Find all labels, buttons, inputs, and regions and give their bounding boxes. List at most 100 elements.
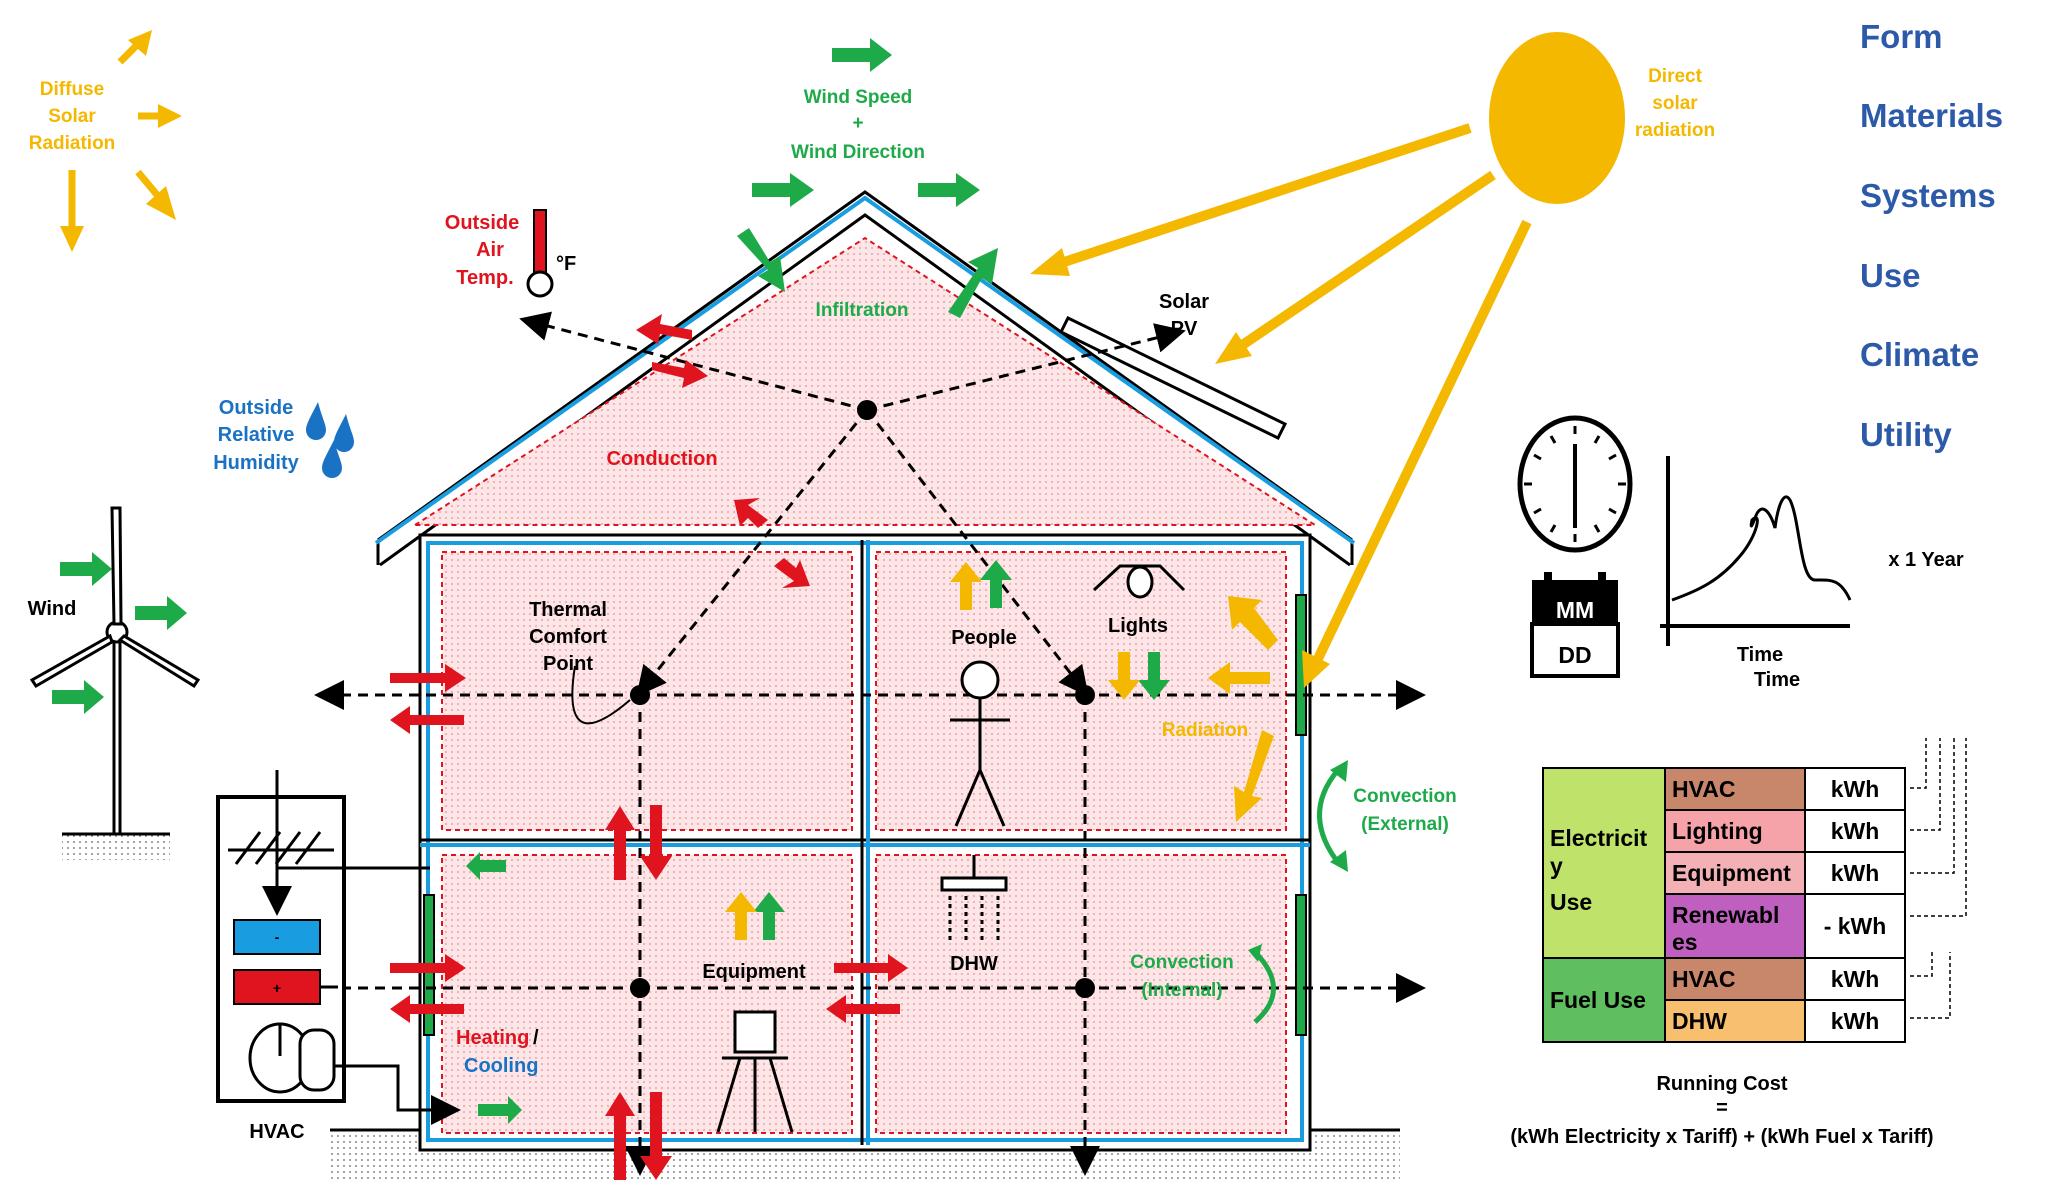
direct-solar-arrows	[1030, 123, 1532, 688]
side-item-form: Form	[1860, 18, 1943, 55]
running-cost-formula: (kWh Electricity x Tariff) + (kWh Fuel x…	[1510, 1126, 1933, 1148]
solar-pv-label: Solar PV	[1159, 291, 1209, 340]
hvac-unit: - +	[216, 770, 461, 1125]
wind-speed-line2: +	[852, 113, 863, 134]
degf-label: °F	[556, 253, 576, 275]
electricity-line1: Electricit	[1550, 825, 1647, 851]
infiltration-label: Infiltration	[816, 300, 909, 321]
tc-line3: Point	[543, 653, 593, 675]
side-item-utility: Utility	[1860, 416, 1952, 453]
time-label-2: Time	[1754, 669, 1800, 691]
load-profile-chart	[1660, 456, 1852, 646]
cooling-label: Cooling	[464, 1055, 538, 1077]
convext-line1: Convection	[1353, 786, 1456, 807]
table-group-labels: Electricit y Use Fuel Use	[1550, 825, 1647, 1013]
clock-icon	[1517, 415, 1633, 553]
convext-line2: (External)	[1361, 814, 1449, 835]
convection-arrows	[1248, 760, 1348, 1024]
table-unit-label: - kWh	[1824, 913, 1887, 939]
wind-turbine-icon	[29, 506, 201, 834]
table-item-cell	[1664, 893, 1806, 959]
convint-line1: Convection	[1130, 952, 1233, 973]
pv-line1: Solar	[1159, 291, 1209, 313]
wind-label: Wind	[28, 598, 77, 620]
pv-line2: PV	[1171, 318, 1198, 340]
wind-speed-label: Wind Speed + Wind Direction	[791, 87, 925, 163]
table-item-label: Equipment	[1672, 860, 1791, 886]
table-unit-cell	[1804, 851, 1906, 895]
x1year-label: x 1 Year	[1888, 549, 1963, 571]
heating-cooling-label: Heating / Cooling	[456, 1027, 539, 1077]
people-label: People	[951, 627, 1017, 649]
wind-speed-line3: Wind Direction	[791, 142, 925, 163]
diffuse-line2: Solar	[48, 106, 96, 127]
person-icon	[950, 660, 1010, 827]
table-unit-label: kWh	[1831, 860, 1880, 886]
svg-text:+: +	[273, 980, 281, 996]
table-item-label: DHW	[1672, 1008, 1727, 1034]
calendar-mm: MM	[1556, 597, 1594, 623]
convection-internal-label: Convection (Internal)	[1130, 952, 1233, 1001]
thermometer-icon	[526, 209, 554, 298]
table-item-label: HVAC	[1672, 966, 1735, 992]
humidity-label: Outside Relative Humidity	[213, 397, 299, 474]
thermal-comfort-label: Thermal Comfort Point	[529, 599, 607, 675]
dhw-label: DHW	[950, 953, 998, 975]
air-line3: Temp.	[456, 267, 513, 289]
time-label-1: Time	[1737, 644, 1783, 666]
meter-lead-lines	[1910, 738, 1967, 1019]
table-unit-cell	[1804, 999, 1906, 1043]
light-fixture-icon	[1092, 564, 1186, 599]
design-factor-list: Form Materials Systems Use Climate Utili…	[1860, 18, 2003, 453]
table-unit-label: kWh	[1831, 818, 1880, 844]
air-line1: Outside	[445, 212, 519, 234]
heating-label: Heating	[456, 1027, 529, 1049]
svg-text:-: -	[275, 929, 280, 945]
table-unit-cell	[1804, 809, 1906, 853]
lights-label: Lights	[1108, 615, 1168, 637]
radiation-label: Radiation	[1162, 720, 1249, 741]
diffuse-label: Diffuse Solar Radiation	[29, 79, 116, 154]
house-roof	[374, 190, 1356, 567]
table-item-cell	[1664, 767, 1806, 811]
fuel-use-label: Fuel Use	[1550, 987, 1646, 1013]
direct-line3: radiation	[1635, 120, 1715, 141]
direct-line2: solar	[1652, 93, 1698, 114]
side-item-climate: Climate	[1860, 336, 1979, 373]
convection-external-label: Convection (External)	[1353, 786, 1456, 835]
hum-line2: Relative	[218, 424, 295, 446]
conduction-arrows	[390, 314, 908, 1180]
side-item-use: Use	[1860, 257, 1921, 294]
slash-label: /	[533, 1027, 539, 1049]
conduction-label: Conduction	[606, 448, 717, 470]
equipment-label: Equipment	[702, 961, 806, 983]
running-cost: Running Cost = (kWh Electricity x Tariff…	[1510, 1073, 1933, 1148]
tc-line2: Comfort	[529, 626, 607, 648]
table-item-cell	[1664, 957, 1806, 1001]
table-item-label-cont: es	[1672, 929, 1698, 955]
convint-line2: (Internal)	[1141, 980, 1222, 1001]
sun-icon	[1489, 32, 1625, 204]
shower-icon	[940, 855, 1008, 940]
table-unit-label: kWh	[1831, 1008, 1880, 1034]
computer-icon	[716, 1010, 794, 1133]
table-item-label: Renewabl	[1672, 902, 1779, 928]
table-item-label: Lighting	[1672, 818, 1763, 844]
electricity-line2: y	[1550, 853, 1563, 879]
network-nodes	[630, 400, 1095, 998]
table-item-cell	[1664, 809, 1806, 853]
table-unit-label: kWh	[1831, 776, 1880, 802]
house-body	[418, 533, 1312, 1152]
humidity-drops-icon	[306, 402, 354, 478]
direct-line1: Direct	[1648, 66, 1703, 87]
diffuse-line3: Radiation	[29, 133, 116, 154]
wind-speed-line1: Wind Speed	[804, 87, 913, 108]
running-cost-title: Running Cost	[1656, 1073, 1787, 1095]
diffuse-solar-arrows	[60, 30, 182, 252]
calendar-icon	[1530, 572, 1620, 678]
tc-line1: Thermal	[529, 599, 607, 621]
hum-line1: Outside	[219, 397, 293, 419]
running-cost-eq: =	[1716, 1097, 1728, 1119]
